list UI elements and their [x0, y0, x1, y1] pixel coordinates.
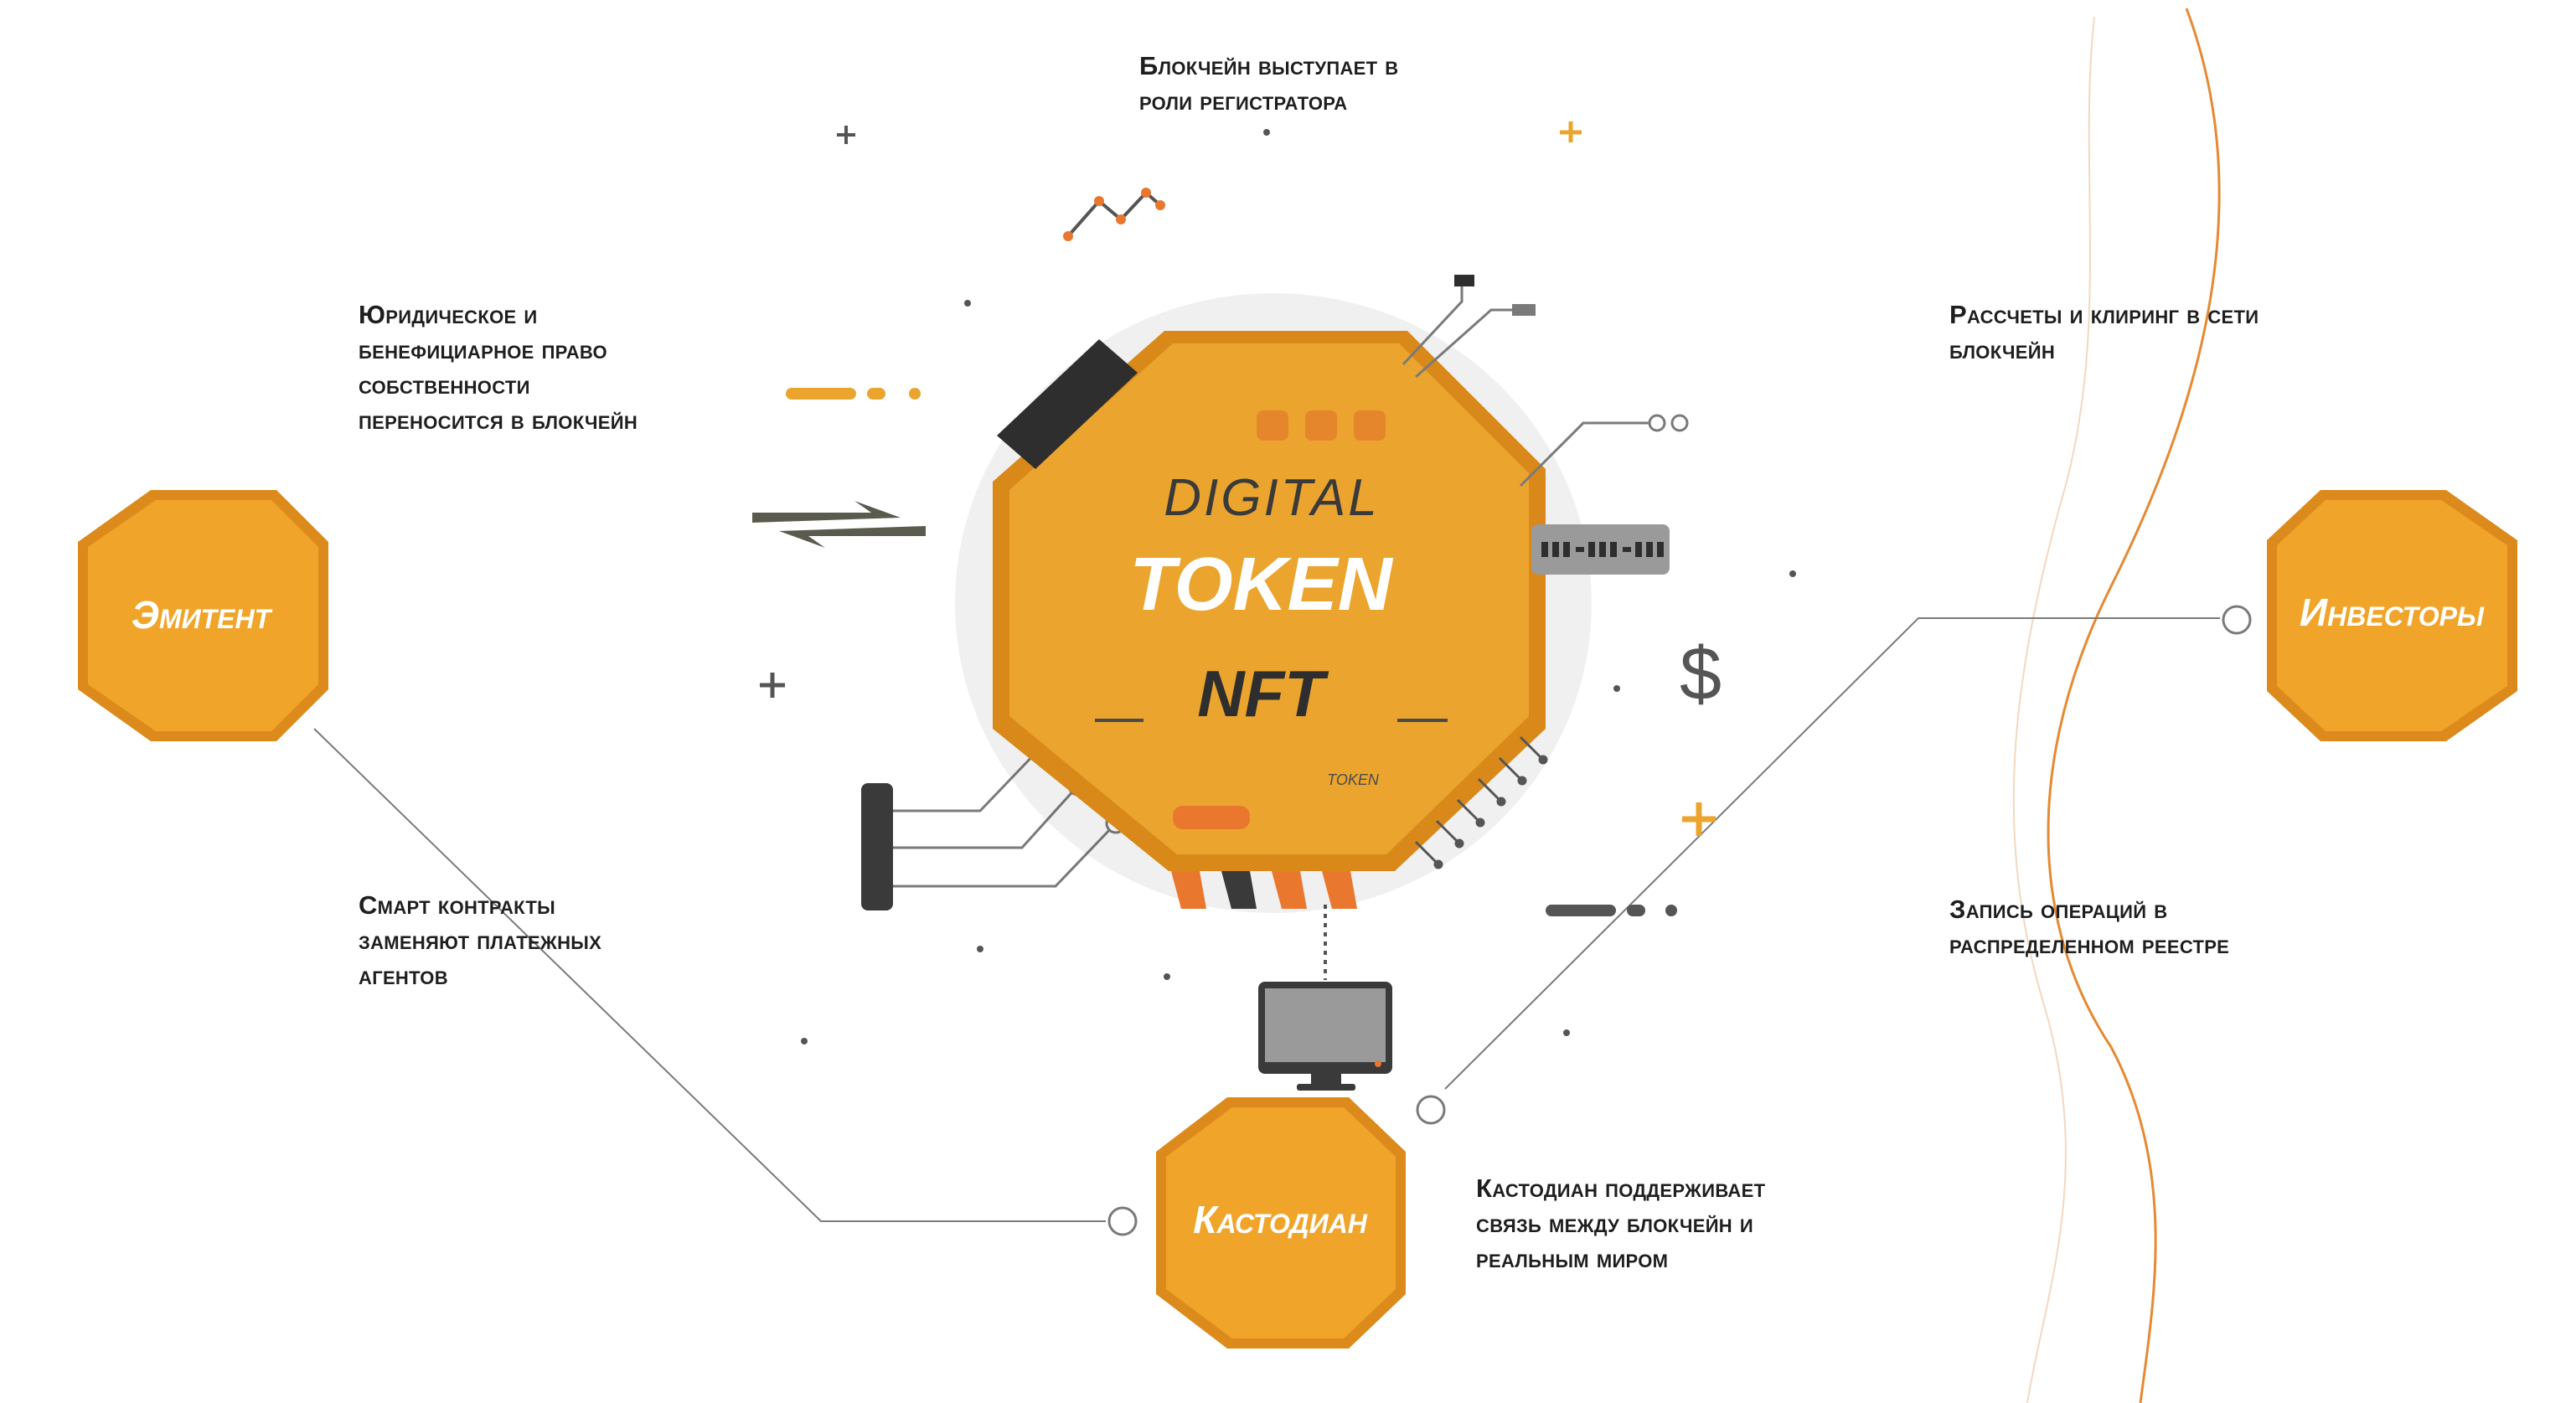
node-emitter-label: Эмитент — [132, 593, 273, 637]
chip-small-token-label: TOKEN — [1327, 771, 1380, 788]
digital-token-chip: DIGITAL TOKEN NFT TOKEN — [993, 275, 1689, 909]
chip-nft-label: NFT — [1197, 657, 1329, 730]
connector-end-investors — [2222, 605, 2252, 635]
caption-ownership: Юридическое и бенефициарное право собств… — [359, 300, 638, 435]
connector-emitter-custodian — [313, 728, 1106, 1222]
decorative-wave-right — [2047, 8, 2221, 1403]
chip-pin-strip — [997, 339, 1138, 469]
node-investors-label: Инвесторы — [2300, 591, 2485, 634]
plus-icon — [1682, 802, 1716, 836]
caption-custodian-link: Кастодиан поддерживает связь между блокч… — [1476, 1173, 1766, 1273]
node-custodian-label: Кастодиан — [1193, 1198, 1368, 1241]
dash-decor-left — [786, 388, 921, 400]
caption-registrar: Блокчейн выступает в роли регистратора — [1139, 51, 1399, 116]
caption-settlement: Рассчеты и клиринг в сети блокчейн — [1949, 300, 2259, 364]
dollar-icon: $ — [1680, 632, 1722, 716]
chip-digital-label: DIGITAL — [1164, 469, 1380, 527]
node-emitter: Эмитент — [78, 490, 328, 741]
caption-records: Запись операций в распределенном реестре — [1949, 895, 2230, 959]
plus-icon — [1560, 121, 1582, 142]
plus-icon — [837, 126, 855, 144]
connector-end-custodian — [1107, 1206, 1138, 1236]
monitor-icon — [1258, 982, 1392, 1091]
connector-end-monitor — [1416, 1095, 1446, 1125]
chip-token-label: TOKEN — [1129, 543, 1393, 627]
caption-smart-contracts: Смарт контракты заменяют платежных агент… — [359, 890, 602, 990]
exchange-arrows-icon — [752, 501, 926, 548]
connector-investors — [1444, 617, 2220, 1090]
decorative-wave-left — [2012, 16, 2095, 1403]
node-investors: Инвесторы — [2267, 490, 2517, 741]
dash-decor-right — [1546, 905, 1677, 916]
scatter-dots — [801, 129, 1796, 1045]
plus-icon — [760, 673, 785, 698]
line-chart-icon — [1063, 188, 1165, 241]
node-custodian: Кастодиан — [1156, 1097, 1406, 1349]
